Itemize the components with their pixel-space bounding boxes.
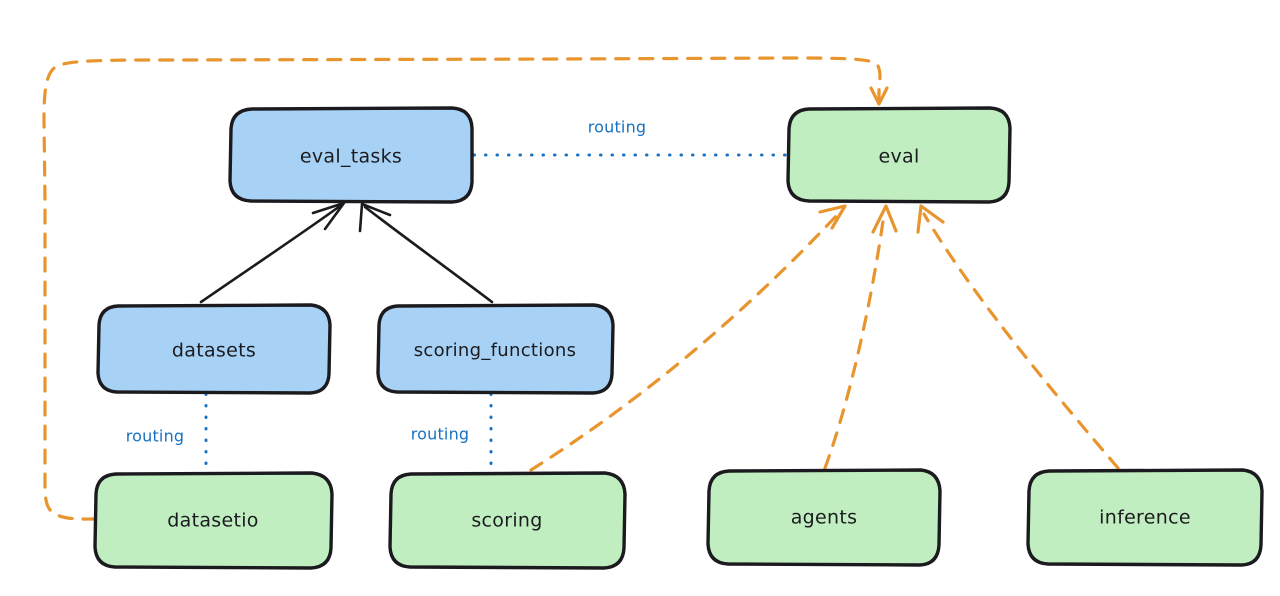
node-label-eval-tasks: eval_tasks [300, 146, 402, 168]
node-label-scoring: scoring [471, 510, 542, 532]
edge-agents-to-eval [823, 204, 898, 470]
edge-inference-to-eval [916, 204, 1120, 470]
node-label-scoring-functions: scoring_functions [414, 340, 577, 361]
edge-scoring-to-eval [529, 204, 847, 472]
node-scoring-functions[interactable]: scoring_functions [376, 303, 615, 395]
node-datasets[interactable]: datasets [96, 303, 332, 395]
node-inference[interactable]: inference [1026, 468, 1264, 567]
node-label-datasetio: datasetio [167, 510, 258, 532]
node-label-agents: agents [791, 507, 858, 529]
node-label-inference: inference [1099, 507, 1191, 529]
node-eval[interactable]: eval [786, 106, 1012, 204]
node-datasetio[interactable]: datasetio [93, 471, 334, 570]
node-label-datasets: datasets [172, 340, 256, 362]
edge-label-routing-left: routing [126, 427, 185, 446]
node-agents[interactable]: agents [706, 468, 942, 567]
edge-scoring-functions-to-eval-tasks [358, 202, 494, 304]
edge-datasets-to-eval-tasks [199, 201, 346, 304]
node-eval-tasks[interactable]: eval_tasks [228, 106, 474, 204]
node-label-eval: eval [878, 146, 919, 168]
edge-label-routing-top: routing [588, 118, 647, 137]
node-scoring[interactable]: scoring [388, 471, 627, 570]
edge-datasetio-to-eval [42, 56, 889, 521]
edge-label-routing-middle: routing [411, 425, 470, 444]
